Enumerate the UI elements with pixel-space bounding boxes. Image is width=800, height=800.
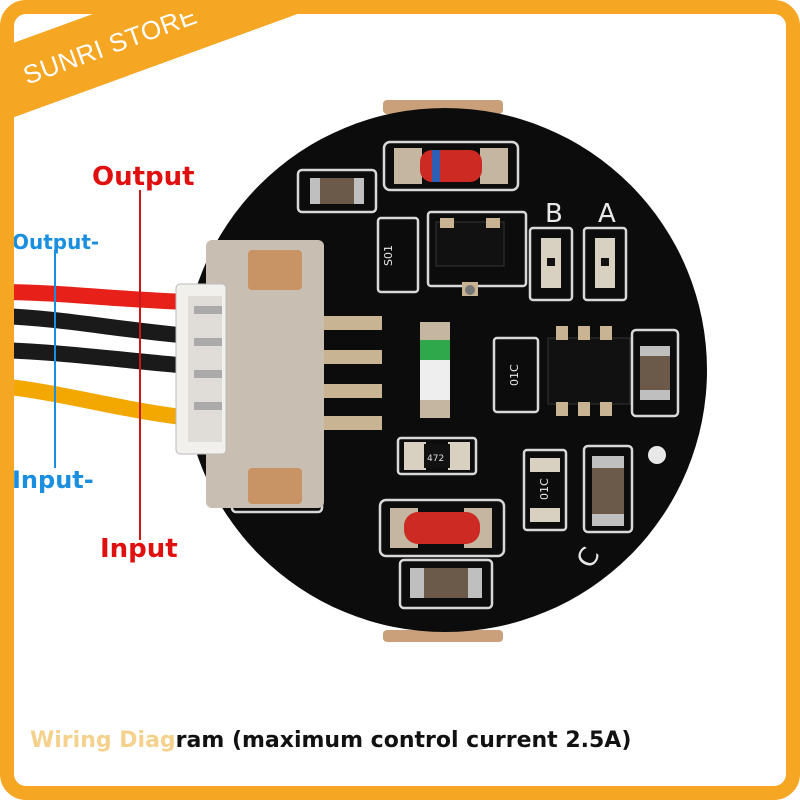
pad-b-label: B	[545, 199, 563, 229]
red-wire	[0, 284, 191, 310]
caption-faint-part: Wiring Diag	[30, 728, 176, 753]
ic-code-label-2: 01C	[538, 478, 551, 500]
input-negative-label: Input-	[12, 466, 94, 494]
output-negative-label: Output-	[12, 230, 100, 254]
wiring-caption: Wiring Diagram (maximum control current …	[30, 728, 631, 753]
yellow-wire	[0, 378, 191, 426]
output-label: Output	[92, 162, 195, 192]
mosfet-code-label: S01	[382, 245, 395, 266]
jst-connector	[175, 240, 324, 508]
pad-a-label: A	[598, 199, 616, 229]
smd-components	[310, 148, 670, 598]
board-edge-bottom	[383, 630, 503, 642]
resistor-code-label: 472	[427, 454, 444, 464]
black-wire-1	[0, 308, 191, 344]
caption-dark-part: ram (maximum control current 2.5A)	[175, 728, 632, 753]
wire-bundle	[0, 284, 191, 426]
ic-code-label-1: 01C	[508, 364, 521, 386]
input-label: Input	[100, 534, 178, 564]
black-wire-2	[0, 342, 191, 374]
